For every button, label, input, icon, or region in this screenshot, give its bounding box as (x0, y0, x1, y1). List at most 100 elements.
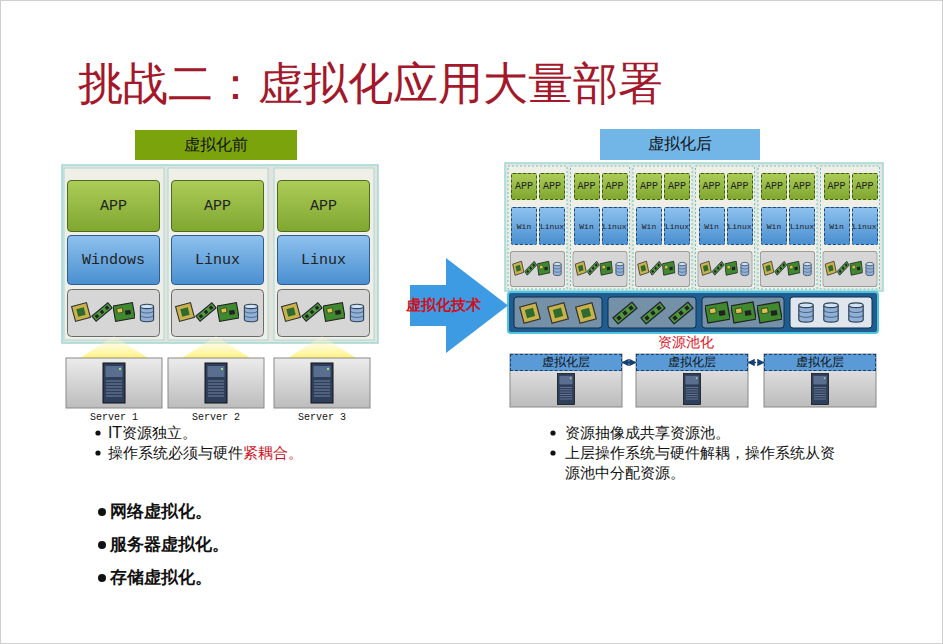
node-text: 资源池化 (658, 334, 714, 352)
server-frame (66, 358, 162, 408)
app-box: APP (277, 180, 370, 232)
stack-column (64, 168, 164, 340)
bullet (95, 450, 100, 455)
node-text: 虚拟化前 (184, 135, 248, 156)
disk-icon (824, 303, 838, 322)
disk-pool (790, 297, 872, 328)
virtual-hardware (698, 251, 752, 286)
server-icon (103, 363, 125, 403)
vm-app-box: APP (824, 173, 850, 200)
server-frame (636, 354, 748, 407)
virtual-hardware (760, 251, 814, 286)
node-text: APP (100, 198, 127, 215)
node-text: Server 3 (264, 412, 380, 423)
vm-os-box: Linux (727, 207, 753, 245)
memory-pool (608, 297, 696, 328)
disk-icon (799, 303, 813, 322)
physical-server: Server 3 (274, 358, 370, 408)
node-text: APP (730, 181, 748, 192)
cpu-icon (576, 303, 597, 324)
node-text: Linux (665, 222, 689, 231)
host-frame (62, 165, 378, 343)
vm-column (696, 166, 755, 289)
node-text: Linux (728, 222, 752, 231)
app-box: APP (171, 180, 264, 232)
stack-column (274, 168, 374, 340)
bullet (98, 574, 106, 582)
node-text: APP (765, 181, 783, 192)
cpu-icon (548, 303, 569, 324)
vm-column (758, 166, 817, 289)
stage-header: 虚拟化后 (600, 129, 760, 160)
vm-os-box: Linux (852, 207, 878, 245)
note-text: IT资源独立。 (108, 423, 197, 443)
node-text: APP (855, 181, 873, 192)
support-glow (80, 336, 148, 358)
virtualization-layer: 虚拟化层 (764, 354, 876, 371)
vm-os-box: Linux (539, 207, 565, 245)
vm-app-box: APP (852, 173, 878, 200)
note-text: 服务器虚拟化。 (110, 534, 229, 554)
virtual-hardware (510, 251, 564, 286)
vm-column (821, 166, 880, 289)
node-text: Linux (853, 222, 877, 231)
hardware-icons (68, 290, 160, 337)
node-text: APP (310, 198, 337, 215)
server-icon (205, 363, 227, 403)
hardware-icons (172, 290, 264, 337)
node-text: 虚拟化层 (542, 354, 590, 371)
memory-icon (613, 302, 637, 324)
resource-pool-band: 资源池化 (508, 292, 878, 333)
bullet (550, 450, 555, 455)
board-icon (705, 302, 730, 323)
vm-column (571, 166, 630, 289)
server-frame (764, 354, 876, 407)
physical-server: Server 1 (66, 358, 162, 408)
board-icon (731, 302, 756, 323)
vm-os-box: Win (824, 207, 850, 245)
node-text: Win (517, 222, 531, 231)
server-frame (168, 358, 264, 408)
note-text: 资源抽像成共享资源池。 (565, 423, 730, 443)
vm-os-box: Win (511, 207, 537, 245)
node-text: APP (668, 181, 686, 192)
vm-os-box: Win (636, 207, 662, 245)
note-text: 上层操作系统与硬件解耦，操作系统从资源池中分配资源。 (565, 443, 845, 483)
memory-icon (669, 302, 693, 324)
vm-app-box: APP (761, 173, 787, 200)
vm-column (633, 166, 692, 289)
node-text: Server 1 (56, 412, 172, 423)
vm-os-box: Linux (602, 207, 628, 245)
note-text: 紧耦合。 (243, 443, 303, 463)
hardware-icons (278, 290, 370, 337)
vm-os-box: Linux (789, 207, 815, 245)
vm-frame (505, 163, 883, 291)
node-text: Linux (301, 252, 346, 269)
board-pool (702, 297, 784, 328)
server-icon (684, 374, 701, 405)
note-text: 网络虚拟化。 (110, 501, 212, 521)
vm-os-box: Win (574, 207, 600, 245)
server-frame (274, 358, 370, 408)
virtual-hardware (573, 251, 627, 286)
server-icon (812, 374, 829, 405)
os-box: Linux (277, 235, 370, 285)
node-text: APP (543, 181, 561, 192)
vm-app-box: APP (727, 173, 753, 200)
physical-server: Server 2 (168, 358, 264, 408)
bullet (98, 508, 106, 516)
node-text: APP (640, 181, 658, 192)
vm-app-box: APP (539, 173, 565, 200)
link-arrow (748, 362, 764, 364)
pool-band (508, 292, 878, 333)
node-text: Linux (603, 222, 627, 231)
cpu-pool (514, 297, 602, 328)
app-box: APP (67, 180, 160, 232)
node-text: Linux (195, 252, 240, 269)
vm-app-box: APP (602, 173, 628, 200)
vm-os-box: Win (699, 207, 725, 245)
server-icon (311, 363, 333, 403)
slide-title: 挑战二：虚拟化应用大量部署 (78, 54, 663, 114)
